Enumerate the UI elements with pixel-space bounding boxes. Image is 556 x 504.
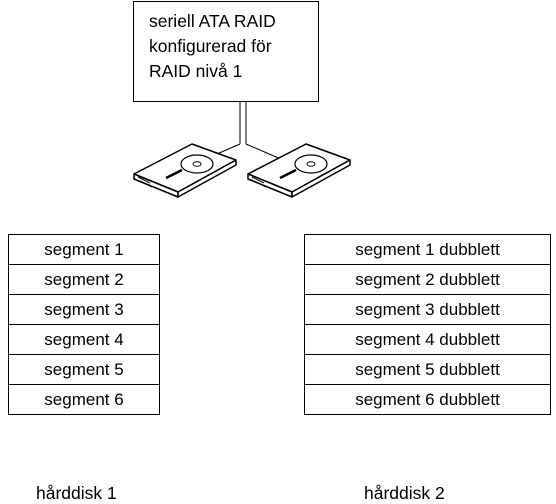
segment-cell: segment 5 dubblett <box>304 354 551 385</box>
segment-cell: segment 1 <box>8 234 160 265</box>
table-row: segment 6 <box>8 384 160 415</box>
hard-drive-icon <box>133 143 237 198</box>
segment-cell: segment 4 <box>8 324 160 355</box>
segment-cell: segment 6 <box>8 384 160 415</box>
segment-cell: segment 3 <box>8 294 160 325</box>
segment-cell: segment 4 dubblett <box>304 324 551 355</box>
controller-label-line-3: RAID nivå 1 <box>149 61 243 81</box>
table-row: segment 1 dubblett <box>304 234 551 265</box>
table-row: segment 1 <box>8 234 160 265</box>
table-row: segment 3 dubblett <box>304 294 551 325</box>
disk-1-segment-table: segment 1 segment 2 segment 3 segment 4 … <box>8 234 160 415</box>
segment-cell: segment 2 dubblett <box>304 264 551 295</box>
table-row: segment 3 <box>8 294 160 325</box>
disk-2-segment-table: segment 1 dubblett segment 2 dubblett se… <box>304 234 551 415</box>
table-row: segment 2 dubblett <box>304 264 551 295</box>
raid-controller-box: seriell ATA RAID konfigurerad för RAID n… <box>133 1 319 102</box>
segment-cell: segment 1 dubblett <box>304 234 551 265</box>
controller-label-line-2: konfigurerad för <box>149 36 272 56</box>
disk-1-label: hårddisk 1 <box>36 483 117 503</box>
table-row: segment 4 dubblett <box>304 324 551 355</box>
segment-cell: segment 6 dubblett <box>304 384 551 415</box>
wire-to-drive-2 <box>245 143 284 161</box>
controller-label-line-1: seriell ATA RAID <box>149 11 276 31</box>
segment-cell: segment 5 <box>8 354 160 385</box>
table-row: segment 5 dubblett <box>304 354 551 385</box>
disk-2-label: hårddisk 2 <box>364 483 445 503</box>
table-row: segment 6 dubblett <box>304 384 551 415</box>
segment-cell: segment 2 <box>8 264 160 295</box>
table-row: segment 5 <box>8 354 160 385</box>
table-row: segment 4 <box>8 324 160 355</box>
segment-cell: segment 3 dubblett <box>304 294 551 325</box>
table-row: segment 2 <box>8 264 160 295</box>
hard-drive-icon <box>247 143 351 198</box>
